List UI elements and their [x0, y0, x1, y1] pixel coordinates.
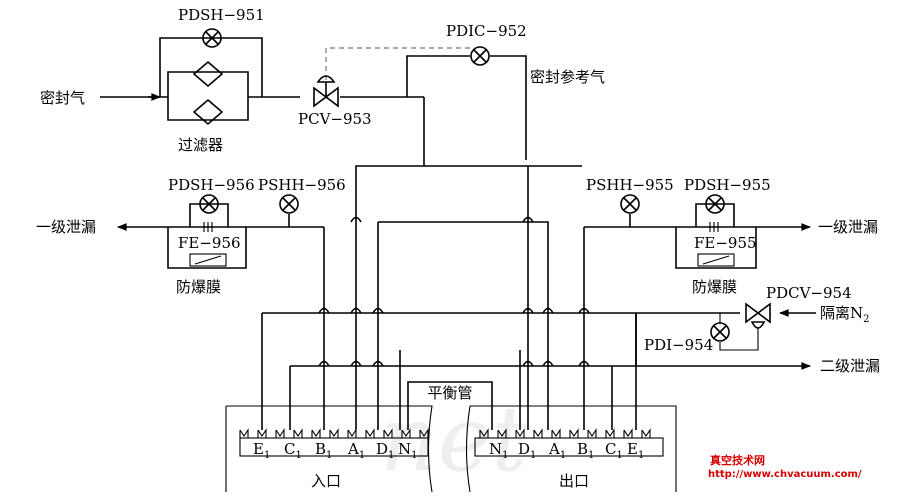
pdic-952-label: PDIC−952 [446, 22, 527, 40]
line-crossover [522, 307, 534, 314]
line-crossover [350, 360, 362, 367]
site-name: 真空技术网 [710, 453, 765, 467]
seal-tooth [419, 428, 429, 438]
pdcv-954-label: PDCV−954 [766, 284, 852, 302]
line-crossover [372, 307, 384, 314]
seal-tooth [275, 428, 285, 438]
background-watermark: net [380, 387, 528, 492]
pdic-952-instrument [470, 46, 490, 66]
isolation-n2-panel: PDCV−954 隔离N2 PDI−954 二级泄漏 [262, 284, 880, 375]
line-crossover [522, 360, 534, 367]
line-crossover [372, 360, 384, 367]
fe-956-label: FE−956 [178, 234, 241, 252]
seal-tooth [311, 428, 321, 438]
seal-tooth [497, 428, 507, 438]
line-crossover [318, 360, 330, 367]
port-label: D1 [518, 440, 536, 461]
outlet-seal-housing: 出口 [465, 405, 677, 493]
seal-tooth [587, 428, 597, 438]
pdsh-951-instrument [202, 28, 222, 48]
process-line [355, 97, 425, 430]
seal-tooth [623, 428, 633, 438]
site-url: http://www.chvacuum.com/ [708, 469, 862, 480]
seal-tooth [533, 428, 543, 438]
inlet-port-labels: E1 C1 B1 A1 D1 N1 [253, 440, 418, 461]
outlet-label: 出口 [559, 472, 589, 490]
seal-gas-label: 密封气 [40, 89, 85, 107]
seal-tooth [383, 428, 393, 438]
burst-disc-right-label: 防爆膜 [692, 278, 737, 296]
right-primary-leak-panel: PSHH−955 PDSH−955 一级泄漏 FE−955 防爆膜 [584, 176, 878, 296]
filter-element-top [192, 60, 224, 88]
port-label: C1 [284, 440, 302, 461]
primary-leak-right-label: 一级泄漏 [818, 218, 878, 236]
line-crossover [350, 307, 362, 314]
left-primary-leak-panel: PDSH−956 PSHH−956 一级泄漏 FE−956 防爆膜 [36, 176, 346, 296]
line-crossover [542, 307, 554, 314]
port-label: N1 [489, 440, 509, 461]
filter-label: 过滤器 [178, 136, 223, 154]
site-watermark-badge: 真空技术网 http://www.chvacuum.com/ [700, 452, 880, 482]
isolation-n2-label: 隔离N2 [820, 304, 870, 325]
pdsh-951-label: PDSH−951 [178, 6, 265, 24]
seal-tooth [329, 428, 339, 438]
seal-reference-gas-label: 密封参考气 [530, 68, 605, 86]
pdsh-955-label: PDSH−955 [684, 176, 771, 194]
outlet-port-labels: N1 D1 A1 B1 C1 E1 [489, 440, 644, 461]
inlet-label: 入口 [311, 472, 341, 490]
port-label: A1 [548, 440, 566, 461]
port-label: E1 [253, 440, 270, 461]
balance-pipe: 平衡管 [407, 381, 493, 430]
seal-tooth [479, 428, 489, 438]
pshh-956-label: PSHH−956 [258, 176, 346, 194]
seal-tooth [239, 428, 249, 438]
primary-leak-left-label: 一级泄漏 [36, 218, 96, 236]
svg-text:net: net [380, 387, 528, 492]
line-crossover [578, 360, 590, 367]
line-crossover [522, 216, 534, 223]
seal-tooth [257, 428, 267, 438]
balance-pipe-label: 平衡管 [427, 384, 472, 402]
port-label: A1 [347, 440, 365, 461]
port-label: B1 [315, 440, 332, 461]
seal-tooth [569, 428, 579, 438]
port-label: C1 [605, 440, 623, 461]
port-label: D1 [376, 440, 394, 461]
seal-tooth [515, 428, 525, 438]
fe-955-label: FE−955 [694, 234, 757, 252]
port-label: N1 [398, 440, 418, 461]
secondary-leak-label: 二级泄漏 [820, 357, 880, 375]
filter-element-bottom [192, 98, 224, 126]
port-label: B1 [577, 440, 594, 461]
seal-tooth [347, 428, 357, 438]
pcv-953-label: PCV−953 [298, 110, 372, 128]
seal-tooth [365, 428, 375, 438]
line-crossover [318, 307, 330, 314]
seal-tooth [551, 428, 561, 438]
process-line [378, 221, 549, 430]
pdsh-956-label: PDSH−956 [168, 176, 255, 194]
line-crossover [350, 216, 362, 223]
pshh-955-label: PSHH−955 [586, 176, 674, 194]
line-crossover [542, 360, 554, 367]
pdi-954-label: PDI−954 [644, 336, 713, 354]
inlet-seal-housing: 入口 [225, 405, 433, 493]
pcv-953-valve [313, 75, 339, 108]
seal-gas-supply: 密封气 过滤器 PDSH−951 PCV−953 PDIC−952 密封参考气 [40, 6, 605, 160]
seal-tooth [641, 428, 651, 438]
port-label: E1 [627, 440, 644, 461]
seal-tooth [605, 428, 615, 438]
distribution-lines [261, 97, 637, 430]
seal-tooth [401, 428, 411, 438]
line-crossover [578, 307, 590, 314]
seal-teeth [239, 428, 651, 438]
seal-tooth [293, 428, 303, 438]
burst-disc-left-label: 防爆膜 [176, 278, 221, 296]
